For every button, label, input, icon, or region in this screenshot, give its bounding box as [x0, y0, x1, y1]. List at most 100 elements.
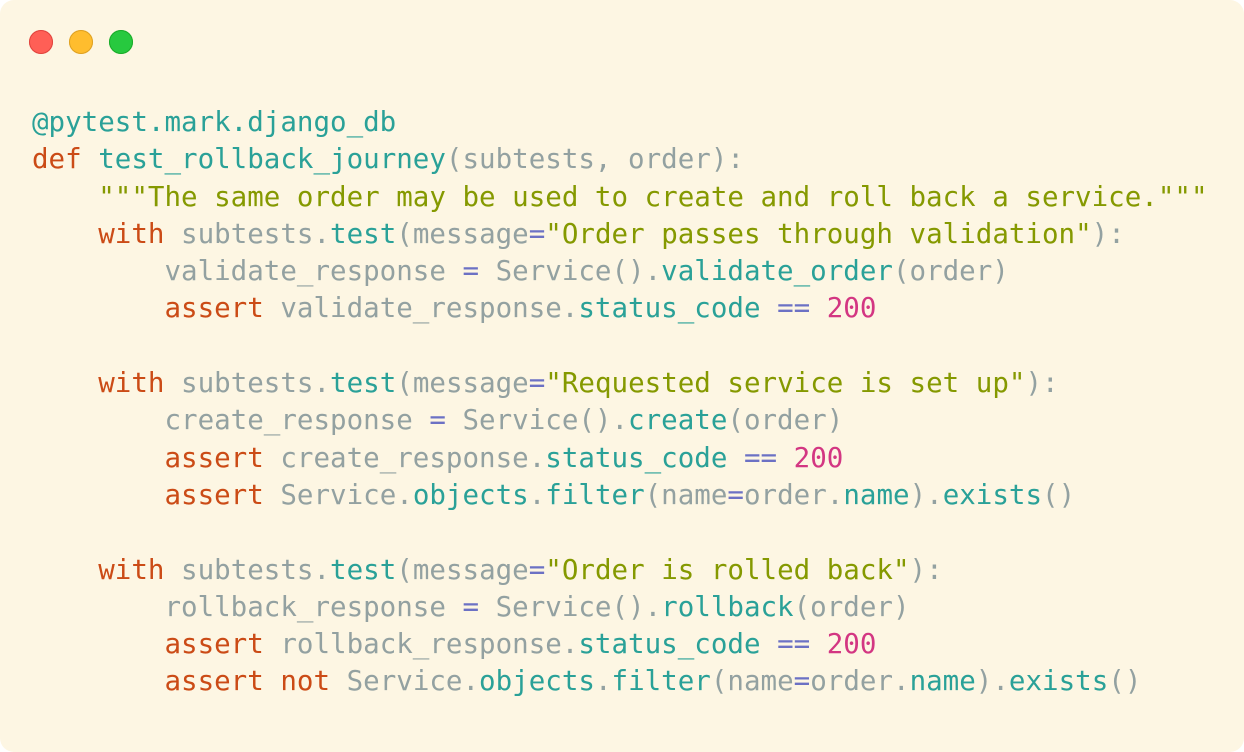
code-line: assert create_response.status_code == 20… [32, 440, 1208, 477]
code-token-plain: subtests. [164, 367, 331, 400]
code-token-plain [32, 367, 98, 399]
zoom-icon[interactable] [109, 30, 133, 54]
code-token-function: objects [412, 478, 529, 511]
code-token-keyword: assert [164, 665, 264, 698]
code-token-function: rollback [661, 590, 794, 623]
code-token-plain: Service. [330, 665, 480, 698]
code-token-plain [32, 628, 164, 660]
code-token-plain: Service(). [445, 404, 629, 437]
code-token-function: exists [942, 478, 1043, 511]
code-line: rollback_response = Service().rollback(o… [32, 589, 1208, 626]
code-token-plain [727, 442, 744, 474]
code-token-plain: (name [710, 665, 794, 698]
code-line: """The same order may be used to create … [32, 179, 1208, 216]
code-token-plain [82, 143, 99, 175]
code-token-plain [32, 181, 98, 213]
code-token-plain [32, 442, 164, 474]
code-token-operator: = [528, 367, 546, 400]
code-token-plain: ). [975, 665, 1009, 698]
code-token-operator: = [462, 255, 480, 288]
code-token-keyword: assert [164, 441, 264, 474]
code-line: def test_rollback_journey(subtests, orde… [32, 141, 1208, 178]
code-token-plain: create_response [32, 404, 430, 437]
code-token-function: objects [479, 665, 595, 698]
close-icon[interactable] [29, 30, 53, 54]
code-token-function: test [330, 217, 397, 250]
code-token-function: name [843, 478, 910, 511]
code-token-plain: ): [909, 553, 943, 586]
code-token-plain [264, 665, 281, 697]
code-token-plain [32, 554, 98, 586]
code-token-keyword: with [98, 217, 165, 250]
code-token-plain [32, 218, 98, 250]
code-token-operator: == [743, 441, 778, 474]
code-token-operator: == [777, 292, 811, 325]
code-token-plain: () [1108, 665, 1142, 698]
code-token-string: "Order is rolled back" [545, 553, 910, 586]
code-token-function: status_code [545, 441, 728, 474]
code-token-function: filter [611, 665, 711, 698]
code-token-plain: Service(). [479, 255, 662, 288]
code-token-plain: (message [396, 367, 529, 400]
code-token-keyword: def [32, 143, 82, 176]
code-token-operator: == [777, 628, 811, 661]
code-token-plain [32, 665, 164, 697]
code-token-plain: (order) [727, 404, 844, 437]
code-token-plain: rollback_response. [263, 628, 579, 661]
code-token-function: test [330, 553, 397, 586]
code-token-string: """The same order may be used to create … [98, 180, 1208, 213]
code-line: assert Service.objects.filter(name=order… [32, 477, 1208, 514]
code-token-operator: = [462, 590, 480, 623]
code-line [32, 328, 1208, 365]
code-token-plain: Service. [263, 478, 413, 511]
code-token-keyword: assert [164, 478, 264, 511]
code-token-plain: (order) [793, 590, 910, 623]
code-token-operator: = [793, 665, 811, 698]
code-token-keyword: assert [164, 628, 264, 661]
code-token-plain: () [1042, 478, 1076, 511]
code-token-operator: = [528, 553, 546, 586]
code-token-plain: ): [1025, 367, 1059, 400]
code-token-plain: Service(). [479, 590, 662, 623]
code-token-number: 200 [826, 292, 877, 325]
code-token-plain: subtests. [164, 217, 331, 250]
code-token-plain [761, 292, 778, 324]
code-token-plain: validate_response. [263, 292, 579, 325]
code-token-keyword: assert [164, 292, 264, 325]
code-token-plain: rollback_response [32, 590, 463, 623]
code-token-operator: = [429, 404, 446, 437]
code-token-function: exists [1008, 665, 1109, 698]
code-line: validate_response = Service().validate_o… [32, 253, 1208, 290]
code-token-plain [32, 292, 164, 324]
code-line [32, 514, 1208, 551]
code-token-plain: . [594, 665, 612, 698]
code-token-plain: ). [909, 478, 943, 511]
code-token-function: status_code [578, 628, 761, 661]
code-token-operator: = [528, 217, 546, 250]
code-token-plain [810, 292, 827, 324]
code-token-number: 200 [826, 628, 877, 661]
code-token-plain: . [528, 478, 546, 511]
code-line: with subtests.test(message="Requested se… [32, 365, 1208, 402]
code-token-plain: validate_response [32, 255, 463, 288]
code-token-plain: (order) [892, 255, 1009, 288]
code-token-plain: (message [396, 217, 529, 250]
code-token-plain: (message [396, 553, 529, 586]
code-token-function: test [330, 367, 397, 400]
code-line: assert validate_response.status_code == … [32, 290, 1208, 327]
code-line: assert not Service.objects.filter(name=o… [32, 663, 1208, 700]
code-line: create_response = Service().create(order… [32, 402, 1208, 439]
code-token-plain [810, 628, 827, 660]
code-line: assert rollback_response.status_code == … [32, 626, 1208, 663]
minimize-icon[interactable] [69, 30, 93, 54]
code-token-plain: create_response. [263, 441, 546, 474]
code-token-plain: (subtests, order): [445, 143, 744, 176]
code-token-plain: subtests. [164, 553, 331, 586]
code-token-function: filter [545, 478, 645, 511]
code-token-function: create [628, 404, 728, 437]
code-token-string: "Requested service is set up" [545, 367, 1026, 400]
code-token-keyword: with [98, 367, 165, 400]
code-line: @pytest.mark.django_db [32, 104, 1208, 141]
